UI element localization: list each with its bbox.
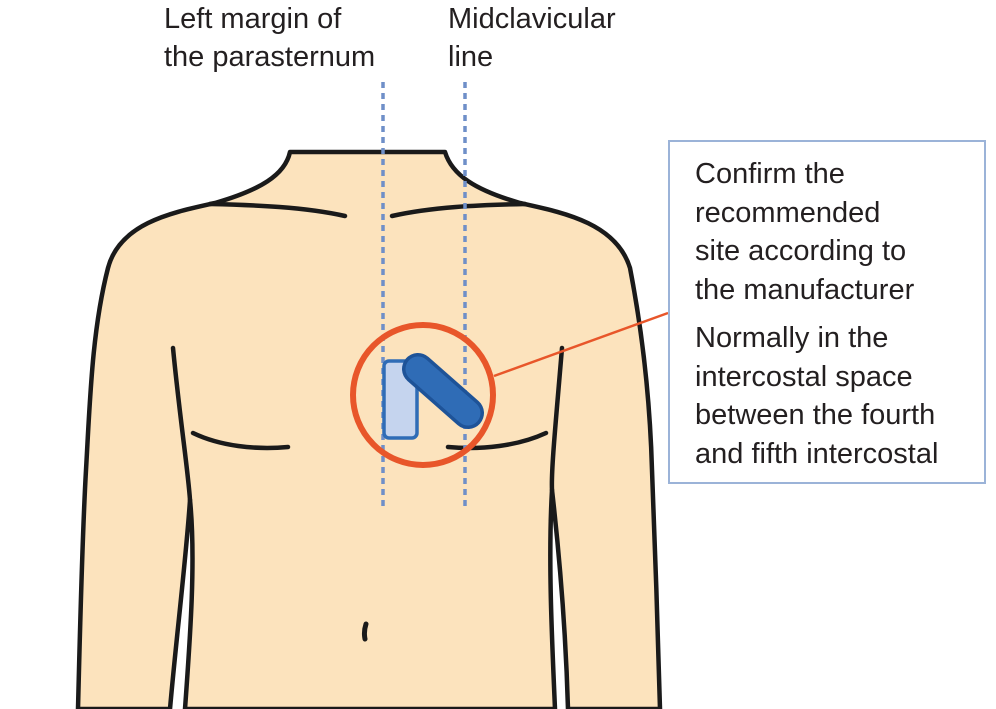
parasternum-label-line-2: the parasternum: [164, 41, 376, 73]
callout-line: recommended: [695, 196, 881, 229]
torso-shape: [75, 149, 663, 709]
parasternum-label-line-1: Left margin of: [164, 3, 342, 35]
midclavicular-label-line-2: line: [448, 41, 494, 73]
midclavicular-label: Midclavicular line: [448, 0, 616, 76]
callout-line: and fifth intercostal: [695, 437, 939, 470]
callout-paragraph-confirm: Confirm the recommended site according t…: [695, 155, 914, 309]
midclavicular-label-line-1: Midclavicular: [448, 3, 616, 35]
right-arm-line: [549, 345, 565, 493]
callout-line: the manufacturer: [695, 273, 915, 306]
left-pectoral-line: [190, 430, 291, 451]
callout-line: between the fourth: [695, 399, 936, 431]
left-collarbone: [207, 201, 348, 219]
recommended-site-circle: [350, 322, 496, 468]
left-arm-line: [170, 345, 193, 503]
navel: [361, 621, 369, 642]
parasternum-label: Left margin of the parasternum: [164, 0, 375, 76]
electrode-patch-dark-fill: [405, 356, 481, 426]
right-collarbone: [389, 201, 528, 219]
callout-line: site according to: [695, 235, 907, 267]
callout-line: Normally in the: [695, 322, 889, 354]
callout-line: Confirm the: [695, 158, 845, 190]
callout-box: Confirm the recommended site according t…: [668, 140, 986, 484]
right-pectoral-line: [445, 430, 549, 451]
callout-leader-line: [493, 311, 669, 378]
callout-paragraph-location: Normally in the intercostal space betwee…: [695, 319, 938, 473]
callout-line: intercostal space: [695, 360, 913, 393]
